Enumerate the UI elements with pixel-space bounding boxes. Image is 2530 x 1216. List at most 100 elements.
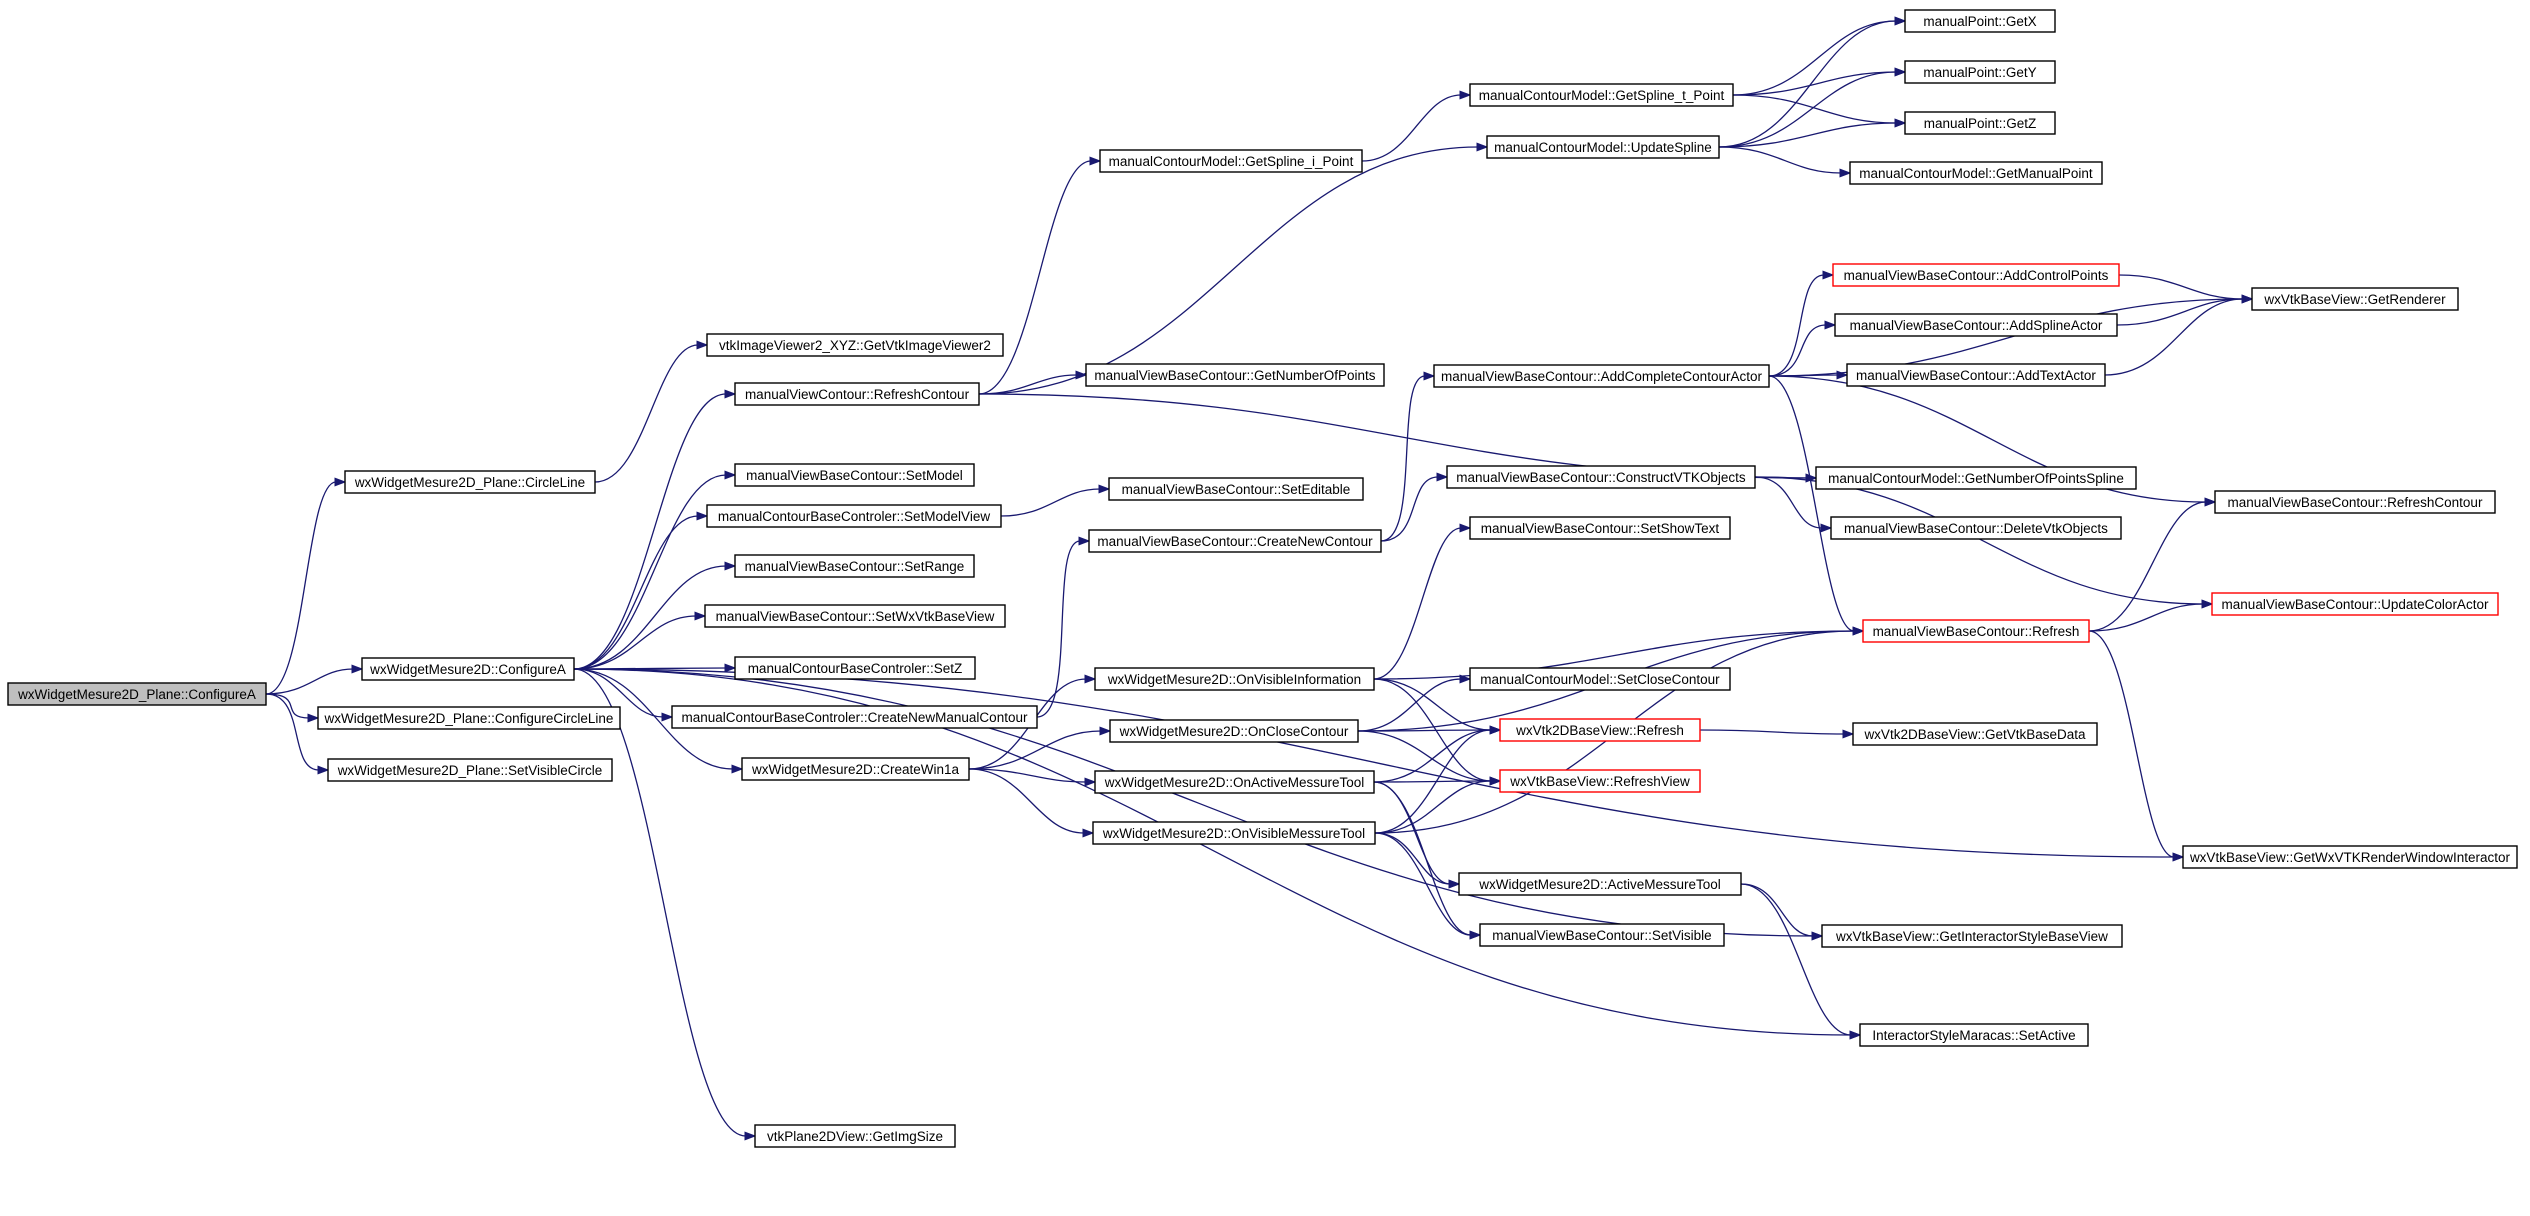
function-node[interactable]: wxVtk2DBaseView::Refresh <box>1499 718 1701 742</box>
function-node[interactable]: wxVtkBaseView::GetRenderer <box>2251 287 2459 311</box>
function-node[interactable]: wxVtkBaseView::GetInteractorStyleBaseVie… <box>1821 924 2123 948</box>
function-node[interactable]: manualContourModel::GetManualPoint <box>1849 161 2103 185</box>
function-node[interactable]: manualContourBaseControler::SetZ <box>734 656 976 680</box>
function-node[interactable]: vtkImageViewer2_XYZ::GetVtkImageViewer2 <box>706 333 1004 357</box>
node-label: manualContourModel::SetCloseContour <box>1480 672 1720 687</box>
function-node[interactable]: wxWidgetMesure2D_Plane::CircleLine <box>344 470 596 494</box>
function-node[interactable]: manualContourModel::GetSpline_t_Point <box>1469 83 1734 107</box>
function-node[interactable]: manualContourBaseControler::CreateNewMan… <box>671 705 1038 729</box>
edge-line <box>1000 488 1101 517</box>
call-edge <box>2104 294 2254 376</box>
function-node[interactable]: manualViewBaseContour::DeleteVtkObjects <box>1830 516 2122 540</box>
node-label: wxWidgetMesure2D::OnCloseContour <box>1119 724 1349 739</box>
function-node[interactable]: manualPoint::GetZ <box>1904 111 2056 135</box>
function-node[interactable]: wxWidgetMesure2D::OnVisibleInformation <box>1094 667 1375 691</box>
function-node[interactable]: manualViewBaseContour::UpdateColorActor <box>2211 592 2499 616</box>
function-node[interactable]: wxWidgetMesure2D::OnVisibleMessureTool <box>1092 821 1376 845</box>
function-node[interactable]: wxWidgetMesure2D::ConfigureA <box>361 657 575 681</box>
node-box <box>1092 821 1376 845</box>
function-node[interactable]: manualViewBaseContour::CreateNewContour <box>1088 529 1382 553</box>
edge-line <box>265 693 310 719</box>
function-node[interactable]: manualViewBaseContour::RefreshContour <box>2214 490 2496 514</box>
node-box <box>734 656 976 680</box>
arrowhead <box>1436 472 1449 482</box>
edge-line <box>1718 20 1897 148</box>
arrowhead <box>1489 776 1502 786</box>
arrowhead <box>731 764 744 774</box>
function-node[interactable]: manualContourModel::GetNumberOfPointsSpl… <box>1815 466 2137 490</box>
arrowhead <box>1084 674 1097 684</box>
node-box <box>1499 769 1701 793</box>
function-node[interactable]: manualPoint::GetY <box>1904 60 2056 84</box>
node-label: wxVtk2DBaseView::GetVtkBaseData <box>1863 727 2086 742</box>
call-edge <box>1718 146 1852 178</box>
function-node[interactable]: manualViewBaseContour::Refresh <box>1862 619 2090 643</box>
node-box <box>327 758 613 782</box>
function-node[interactable]: wxWidgetMesure2D::CreateWin1a <box>741 757 970 781</box>
node-box <box>1830 516 2122 540</box>
function-node[interactable]: manualContourModel::SetCloseContour <box>1469 667 1731 691</box>
call-edge <box>978 142 1489 395</box>
edge-line <box>1732 71 1897 96</box>
node-box <box>1815 466 2137 490</box>
node-box <box>671 705 1038 729</box>
edge-line <box>1374 780 1492 834</box>
call-edges <box>265 16 2254 1141</box>
arrowhead <box>696 511 709 521</box>
node-box <box>1846 363 2106 387</box>
arrowhead <box>1082 828 1095 838</box>
function-node[interactable]: InteractorStyleMaracas::SetActive <box>1859 1023 2089 1047</box>
function-node[interactable]: manualViewBaseContour::SetEditable <box>1108 477 1364 501</box>
arrowhead <box>1089 156 1102 166</box>
function-node[interactable]: manualViewBaseContour::AddTextActor <box>1846 363 2106 387</box>
function-node[interactable]: manualViewBaseContour::AddCompleteContou… <box>1433 364 1770 388</box>
node-box <box>344 470 596 494</box>
edge-line <box>1754 476 1823 529</box>
node-box <box>1085 363 1385 387</box>
function-node[interactable]: wxWidgetMesure2D::OnCloseContour <box>1109 719 1359 743</box>
function-node[interactable]: wxWidgetMesure2D::OnActiveMessureTool <box>1094 770 1375 794</box>
node-box <box>706 333 1004 357</box>
node-label: InteractorStyleMaracas::SetActive <box>1872 1028 2075 1043</box>
node-box <box>734 463 975 487</box>
function-node[interactable]: manualViewBaseContour::SetModel <box>734 463 975 487</box>
function-node[interactable]: manualViewBaseContour::SetWxVtkBaseView <box>704 604 1006 628</box>
function-node[interactable]: wxWidgetMesure2D::ActiveMessureTool <box>1458 872 1742 896</box>
node-label: vtkImageViewer2_XYZ::GetVtkImageViewer2 <box>719 338 991 353</box>
node-box <box>1834 313 2118 337</box>
node-box <box>1099 149 1363 173</box>
arrowhead <box>1894 16 1907 26</box>
call-edge <box>1718 118 1907 148</box>
call-edge <box>1374 832 1482 940</box>
call-edge <box>573 668 757 1141</box>
node-box <box>2251 287 2459 311</box>
edge-line <box>1768 375 2207 503</box>
function-node[interactable]: wxVtkBaseView::RefreshView <box>1499 769 1701 793</box>
function-node[interactable]: manualContourModel::GetSpline_i_Point <box>1099 149 1363 173</box>
function-node[interactable]: vtkPlane2DView::GetImgSize <box>754 1124 956 1148</box>
call-edge <box>1380 472 1449 542</box>
function-node[interactable]: manualViewBaseContour::AddSplineActor <box>1834 313 2118 337</box>
function-node[interactable]: manualViewBaseContour::SetShowText <box>1469 516 1731 540</box>
function-node[interactable]: manualViewContour::RefreshContour <box>734 382 980 406</box>
function-node[interactable]: manualPoint::GetX <box>1904 9 2056 33</box>
call-edge <box>2088 599 2214 632</box>
function-node[interactable]: wxVtkBaseView::GetWxVTKRenderWindowInter… <box>2182 845 2518 869</box>
call-edge <box>1357 730 1502 786</box>
function-node[interactable]: manualContourBaseControler::SetModelView <box>706 504 1002 528</box>
edge-line <box>573 668 2175 858</box>
edge-line <box>1768 274 1825 377</box>
function-node[interactable]: wxWidgetMesure2D_Plane::SetVisibleCircle <box>327 758 613 782</box>
function-node[interactable]: manualViewBaseContour::SetVisible <box>1479 923 1725 947</box>
call-edge <box>968 768 1095 838</box>
node-box <box>1499 718 1701 742</box>
function-node[interactable]: manualViewBaseContour::AddControlPoints <box>1832 263 2120 287</box>
function-node[interactable]: manualViewBaseContour::ConstructVTKObjec… <box>1446 465 1756 489</box>
function-node[interactable]: manualViewBaseContour::GetNumberOfPoints <box>1085 363 1385 387</box>
function-node[interactable]: manualViewBaseContour::SetRange <box>734 554 975 578</box>
function-node[interactable]: wxWidgetMesure2D_Plane::ConfigureA <box>7 682 267 706</box>
function-node[interactable]: wxVtk2DBaseView::GetVtkBaseData <box>1852 722 2098 746</box>
function-node[interactable]: wxWidgetMesure2D_Plane::ConfigureCircleL… <box>317 706 621 730</box>
function-node[interactable]: manualContourModel::UpdateSpline <box>1486 135 1720 159</box>
node-label: wxWidgetMesure2D::ActiveMessureTool <box>1478 877 1721 892</box>
